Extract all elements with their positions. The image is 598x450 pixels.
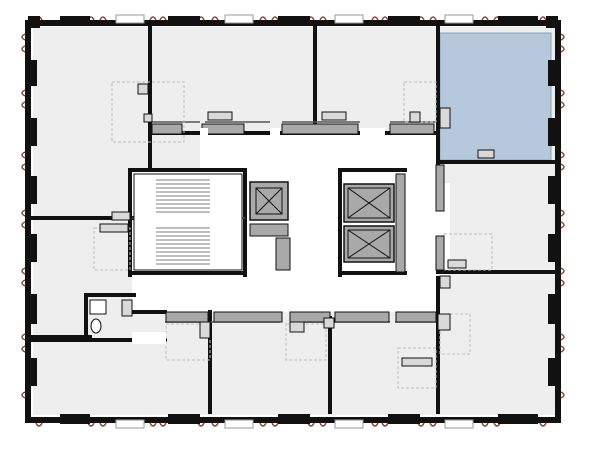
wall-piers xyxy=(25,16,560,424)
fixtures xyxy=(151,123,445,323)
door-openings xyxy=(132,128,385,344)
unit-north-east-highlight[interactable] xyxy=(439,32,552,161)
windows xyxy=(115,14,474,429)
restroom xyxy=(89,299,107,334)
stair xyxy=(133,173,243,271)
elevators xyxy=(249,181,395,263)
appliances xyxy=(99,83,495,367)
